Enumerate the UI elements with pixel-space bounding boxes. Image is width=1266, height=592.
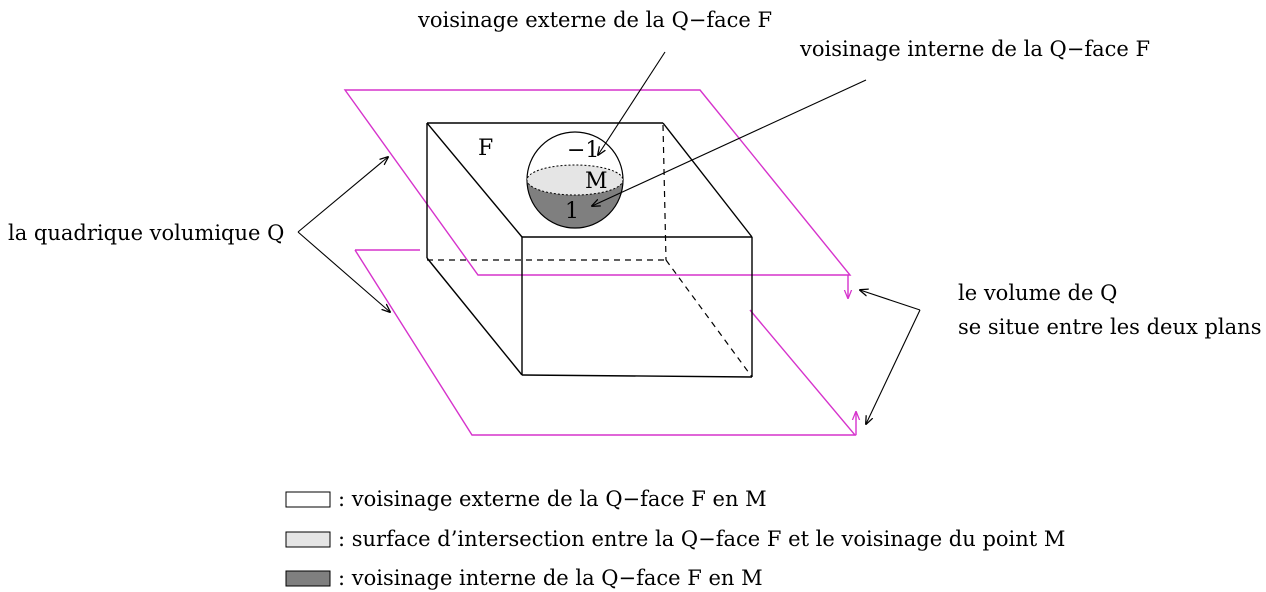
volumic-quadric-label: la quadrique volumique Q	[8, 221, 284, 245]
legend-text-external: : voisinage externe de la Q−face F en M	[338, 487, 767, 511]
legend-text-internal: : voisinage interne de la Q−face F en M	[338, 566, 763, 590]
volume-label-line1: le volume de Q	[958, 281, 1117, 305]
intersection-surface-shape	[526, 164, 624, 196]
upper-plane	[343, 89, 852, 276]
volume-label-line2: se situe entre les deux plans	[958, 315, 1261, 339]
neighborhood-sphere	[526, 131, 624, 229]
external-pointer-arrow	[598, 51, 666, 155]
external-neighborhood-label: voisinage externe de la Q−face F	[417, 8, 772, 32]
quadric-arrow-upper	[297, 157, 388, 233]
volume-arrow-lower	[866, 309, 921, 424]
box	[426, 122, 753, 378]
legend-text-intersection: : surface d’intersection entre la Q−face…	[338, 527, 1065, 551]
internal-neighborhood-label: voisinage interne de la Q−face F	[799, 37, 1150, 61]
legend-swatch-internal	[285, 570, 331, 587]
face-label: F	[478, 136, 493, 161]
point-label: M	[585, 169, 608, 194]
minus-one-label: −1	[567, 138, 599, 163]
legend-swatch-intersection	[285, 531, 331, 548]
one-label: 1	[565, 199, 579, 224]
lower-plane	[354, 249, 857, 436]
quadric-arrow-lower	[297, 231, 390, 312]
legend: : voisinage externe de la Q−face F en M …	[285, 487, 1065, 590]
volume-arrow-upper	[860, 290, 921, 311]
internal-pointer-arrow	[592, 79, 867, 206]
legend-swatch-external	[285, 491, 331, 508]
